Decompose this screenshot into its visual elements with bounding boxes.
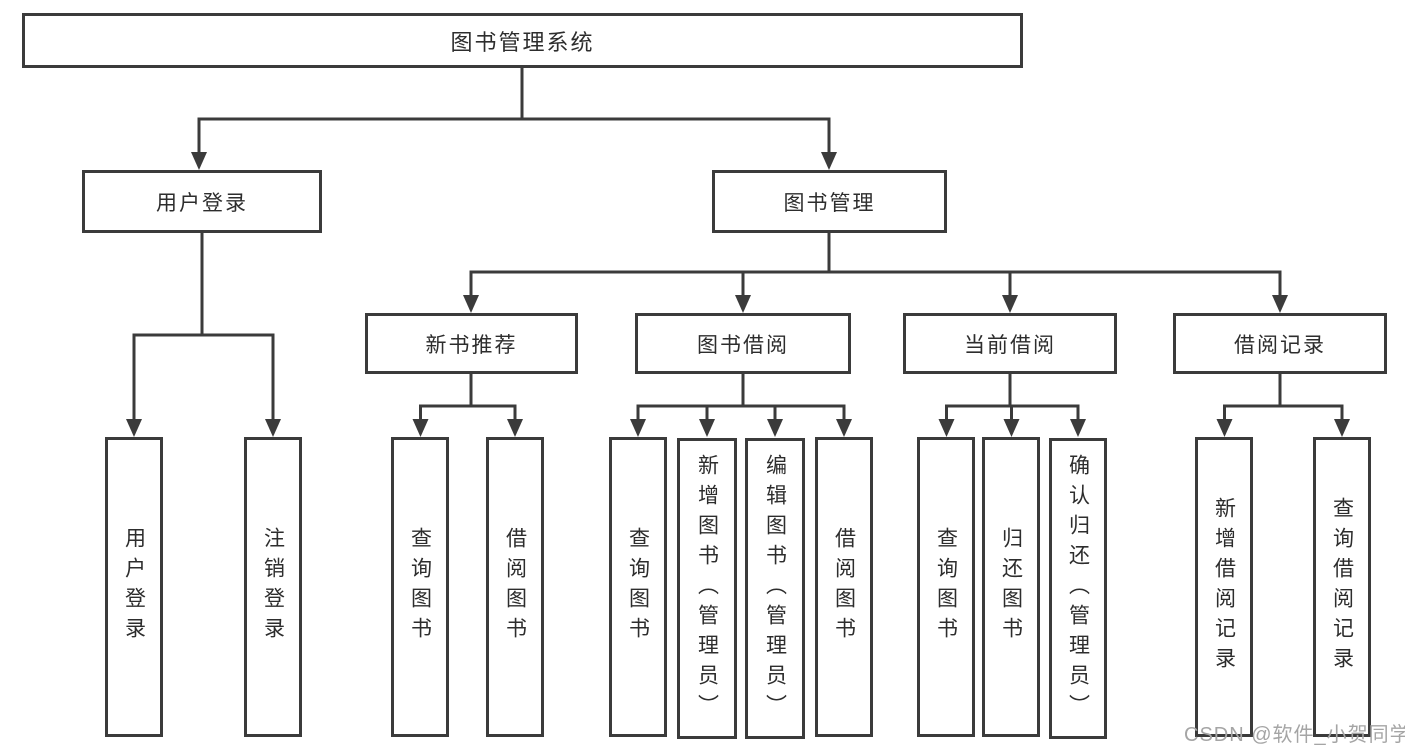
node-leaf-borrow-books-borrow: 借阅图书 (815, 437, 873, 737)
node-leaf-borrow-books-recommend: 借阅图书 (486, 437, 544, 737)
node-borrowing-records: 借阅记录 (1173, 313, 1387, 374)
node-root: 图书管理系统 (22, 13, 1023, 68)
node-leaf-return-books: 归还图书 (982, 437, 1040, 737)
node-current-borrowing: 当前借阅 (903, 313, 1117, 374)
node-leaf-query-borrow-record: 查询借阅记录 (1313, 437, 1371, 737)
node-leaf-query-books-borrow: 查询图书 (609, 437, 667, 737)
node-leaf-query-books-current: 查询图书 (917, 437, 975, 737)
node-leaf-add-borrow-record: 新增借阅记录 (1195, 437, 1253, 737)
watermark-text: CSDN @软件_小贺同学 (1184, 724, 1405, 746)
node-leaf-add-books-admin: 新增图书（管理员） (677, 438, 737, 739)
node-leaf-query-books-recommend: 查询图书 (391, 437, 449, 737)
node-leaf-edit-books-admin: 编辑图书（管理员） (745, 438, 805, 739)
node-leaf-user-login: 用户登录 (105, 437, 163, 737)
node-book-borrowing: 图书借阅 (635, 313, 851, 374)
node-leaf-confirm-return-admin: 确认归还（管理员） (1049, 438, 1107, 739)
node-leaf-logout: 注销登录 (244, 437, 302, 737)
node-book-management: 图书管理 (712, 170, 947, 233)
node-user-login: 用户登录 (82, 170, 322, 233)
node-new-book-recommend: 新书推荐 (365, 313, 578, 374)
